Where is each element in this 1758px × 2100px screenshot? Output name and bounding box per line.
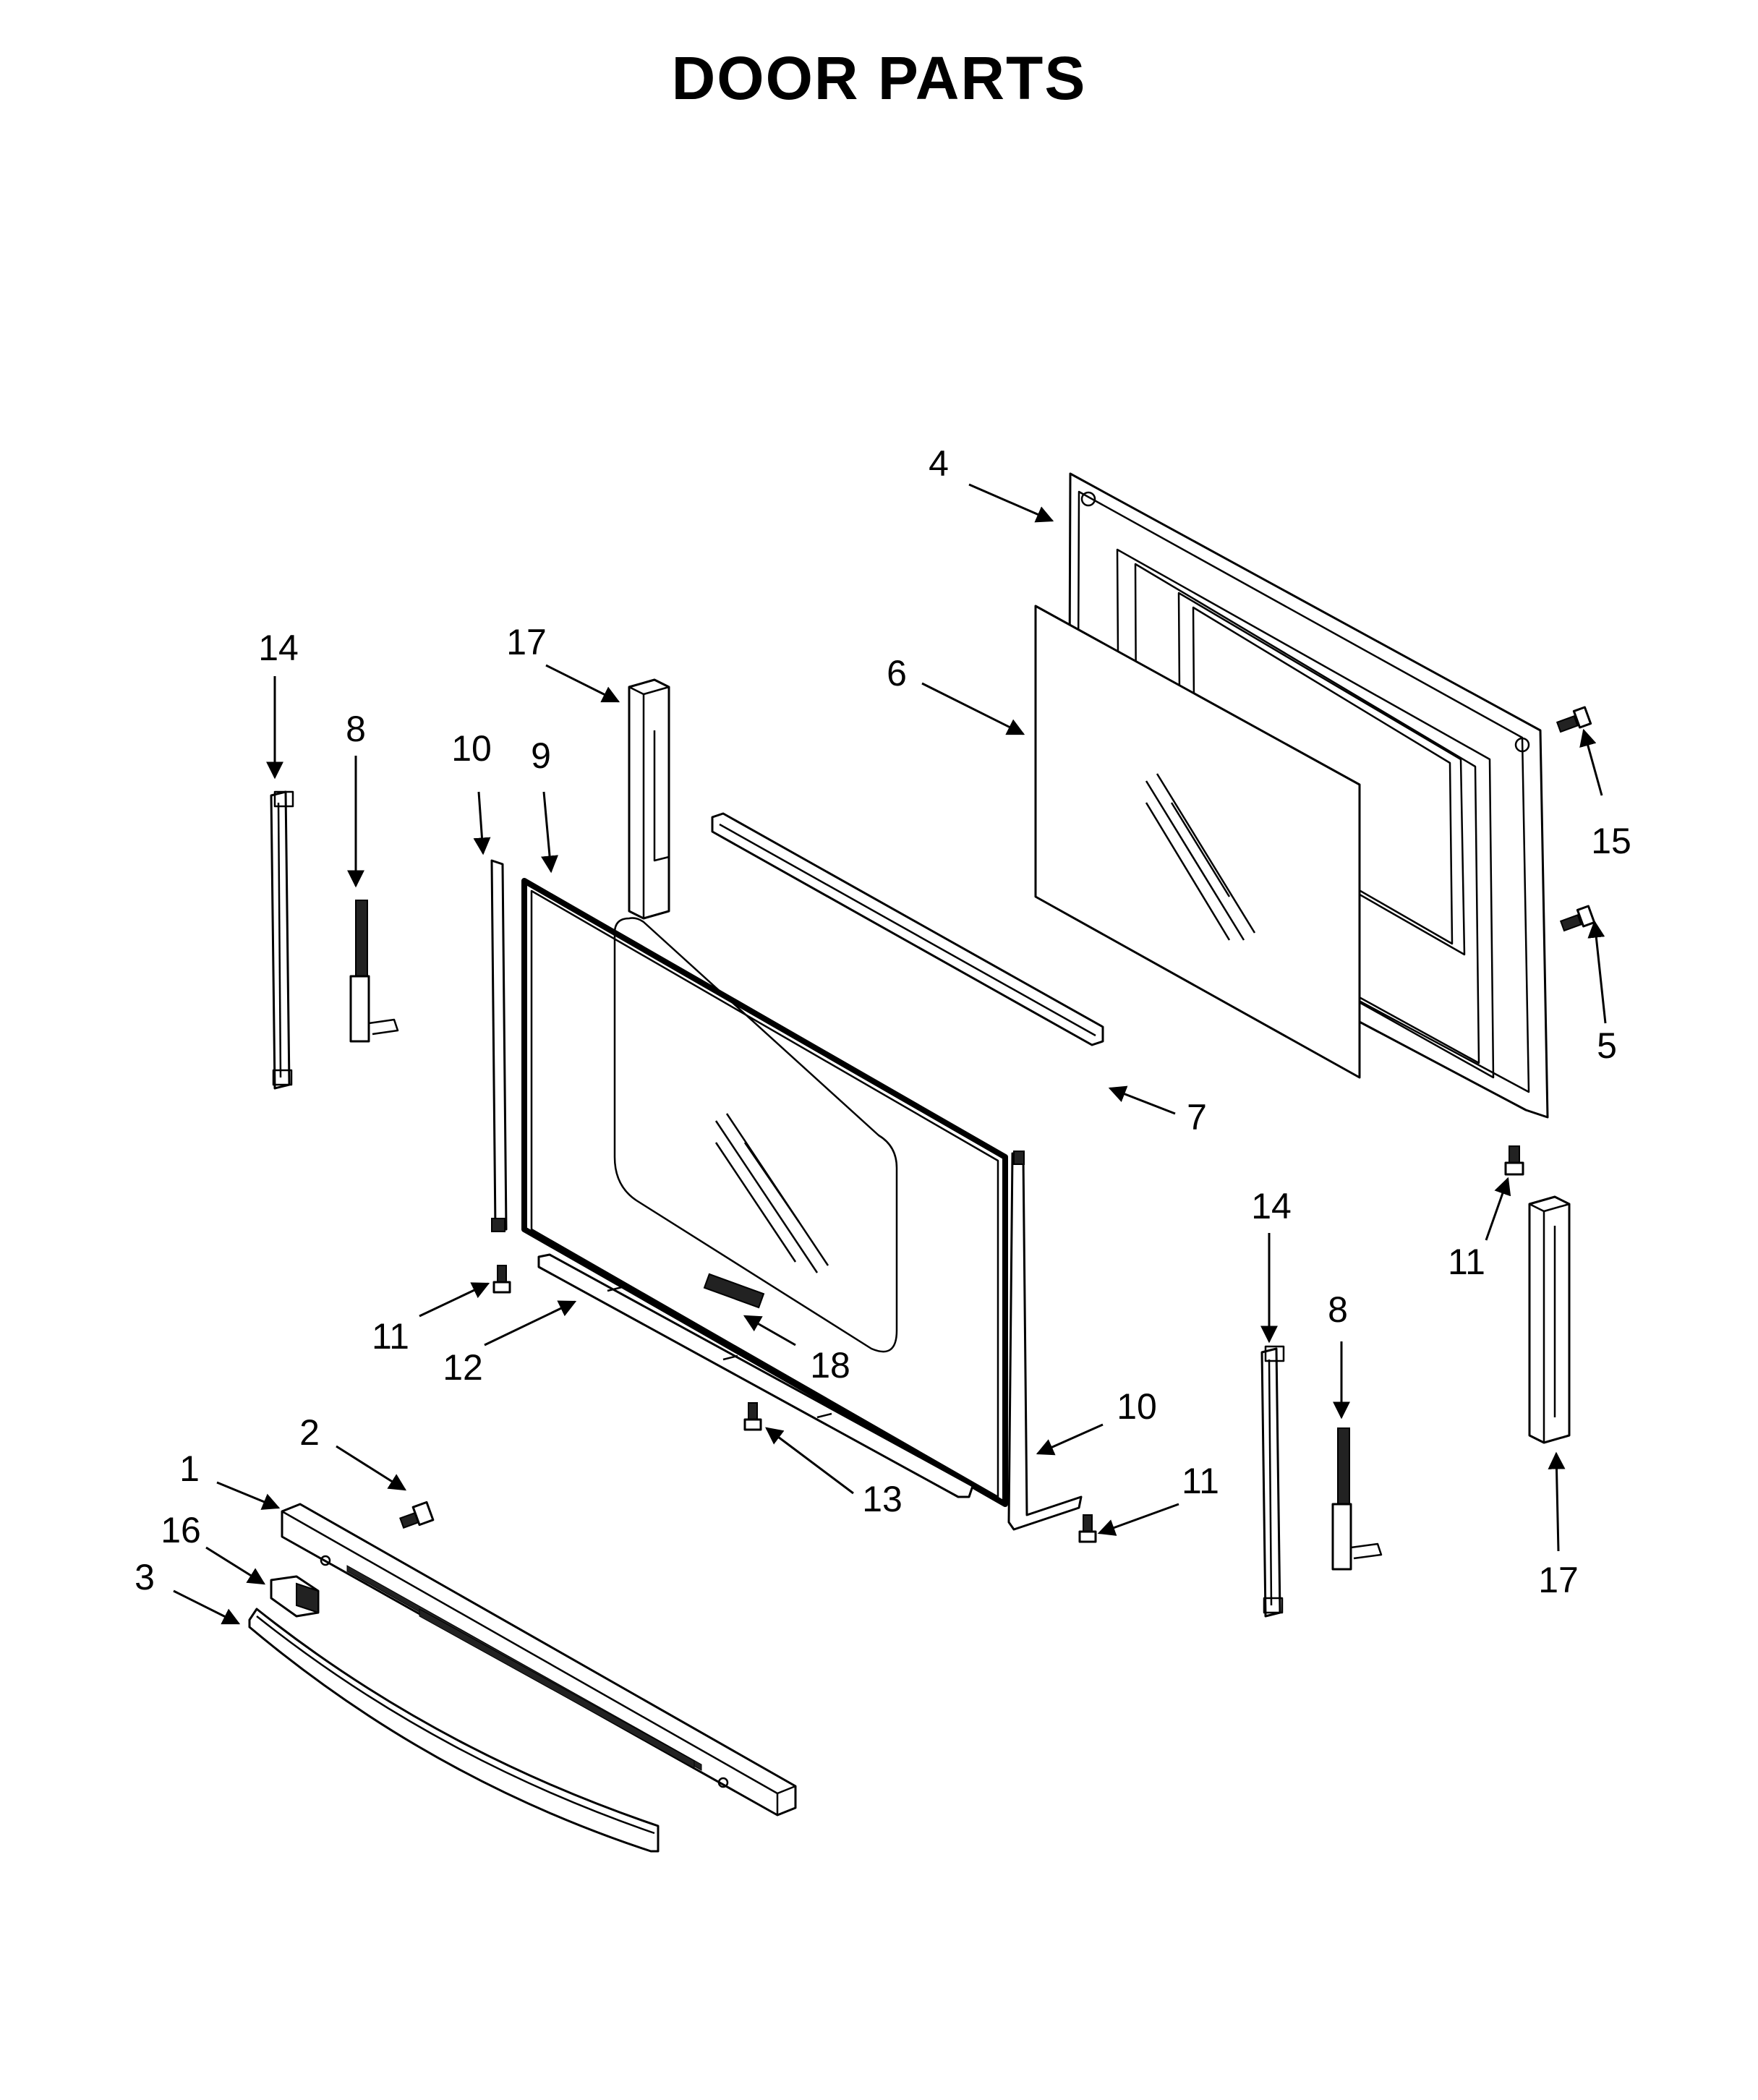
screw-11-right-upper: [1504, 1145, 1524, 1176]
leader-lines: [173, 483, 1607, 1625]
end-cap: [270, 1575, 320, 1618]
door-handle: [248, 1608, 660, 1853]
callout-11-right-upper: 11: [1448, 1242, 1485, 1282]
hinge-right: [1331, 1427, 1383, 1571]
callout-17-upper: 17: [506, 622, 547, 662]
callout-12: 12: [443, 1347, 483, 1388]
callout-1: 1: [179, 1448, 200, 1489]
hinge-bracket-right: [1260, 1345, 1285, 1618]
callout-14-right: 14: [1251, 1186, 1292, 1226]
callout-8-left: 8: [346, 709, 366, 749]
outer-door-glass: [521, 878, 1008, 1507]
screw-13: [743, 1402, 762, 1431]
hinge-bracket-left: [270, 790, 294, 1090]
door-seal-left: [490, 859, 508, 1232]
callout-7: 7: [1187, 1097, 1207, 1138]
callout-3: 3: [135, 1557, 155, 1597]
callout-5: 5: [1597, 1025, 1617, 1066]
callout-11-right-lower: 11: [1182, 1461, 1219, 1501]
screw-11-left: [492, 1265, 511, 1294]
screw-15: [1556, 706, 1592, 733]
callout-labels: 4 6 17 7 15 5 11 14 8 10 9 11 12 18 13 1…: [135, 443, 1631, 1600]
callout-4: 4: [929, 443, 949, 484]
hinge-left: [349, 900, 399, 1043]
inner-glass: [1034, 605, 1361, 1079]
callout-15: 15: [1591, 821, 1631, 861]
screw-2: [399, 1501, 435, 1529]
hinge-receptacle-lower: [1528, 1195, 1571, 1444]
screw-5: [1559, 905, 1596, 932]
page-title: DOOR PARTS: [671, 44, 1087, 112]
callout-18: 18: [810, 1345, 850, 1386]
callout-10-right: 10: [1117, 1386, 1157, 1427]
door-frame-channel: [711, 812, 1104, 1046]
callout-16: 16: [161, 1510, 201, 1550]
door-trim-bar: [281, 1503, 797, 1817]
callout-10-left: 10: [451, 728, 492, 769]
callout-8-right: 8: [1328, 1289, 1348, 1330]
screw-11-right-lower: [1078, 1514, 1097, 1543]
callout-17-lower: 17: [1538, 1560, 1579, 1600]
bottom-vent-trim: [537, 1253, 974, 1498]
callout-9: 9: [531, 735, 551, 776]
callout-14-left: 14: [258, 628, 299, 668]
callout-11-left: 11: [372, 1316, 409, 1357]
door-seal-right: [1007, 1151, 1083, 1531]
callout-2: 2: [299, 1412, 320, 1453]
callout-6: 6: [887, 653, 907, 693]
hinge-receptacle-upper: [628, 678, 670, 920]
callout-13: 13: [862, 1479, 903, 1519]
